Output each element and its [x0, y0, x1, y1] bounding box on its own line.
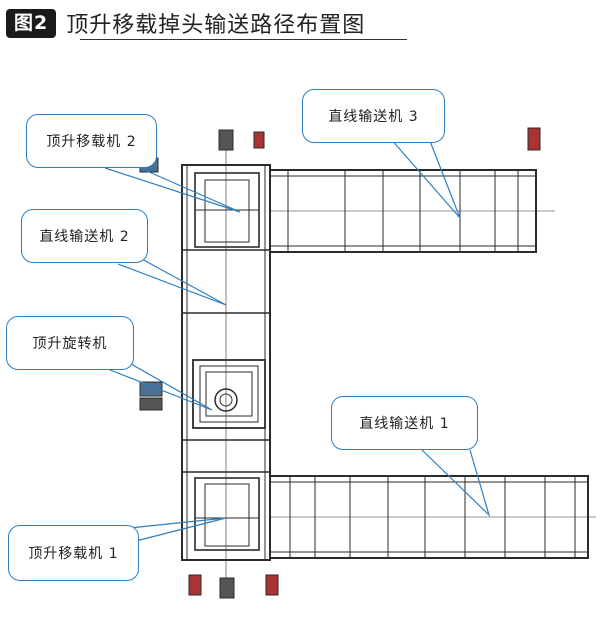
lift-transfer-1-unit [188, 477, 279, 599]
callout-straight-conveyor-2: 直线输送机 2 [21, 209, 148, 263]
figure-title: 顶升移载掉头输送路径布置图 [66, 13, 366, 38]
figure-title-bar: 图2 顶升移载掉头输送路径布置图 [6, 6, 365, 40]
straight-conveyor-1-frame [269, 475, 596, 559]
callout-straight-conveyor-3: 直线输送机 3 [302, 89, 445, 143]
lift-transfer-2-unit [139, 129, 265, 248]
callout-lift-rotator: 顶升旋转机 [6, 316, 134, 370]
callout-straight-conveyor-1: 直线输送机 1 [331, 396, 478, 450]
callout-lift-transfer-2: 顶升移载机 2 [26, 114, 157, 168]
callout-lift-transfer-1: 顶升移载机 1 [8, 525, 139, 581]
callout-pointers [99, 137, 491, 543]
vertical-conveyor-frame [181, 140, 271, 590]
figure-number-badge: 图2 [6, 8, 57, 38]
straight-conveyor-3-frame [269, 127, 555, 253]
lift-rotator-unit [139, 359, 266, 429]
title-underline [80, 39, 407, 40]
